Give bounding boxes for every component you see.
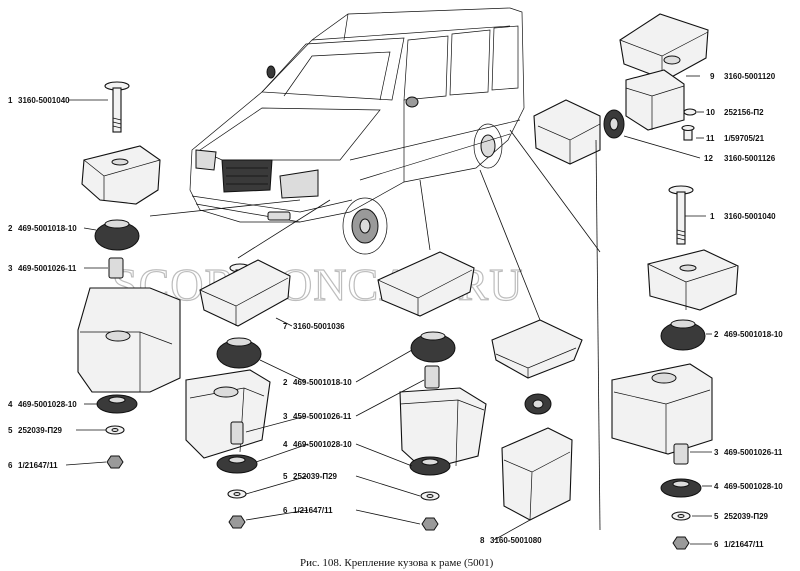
center-right-bracket xyxy=(491,319,583,521)
callout-num: 8 xyxy=(480,536,485,545)
callout-code: 469-5001026-11 xyxy=(18,264,77,273)
callout-num: 7 xyxy=(283,322,288,331)
callout-num: 5 xyxy=(8,426,13,435)
callout-code: 1/21647/11 xyxy=(18,461,58,470)
callout-num: 4 xyxy=(8,400,13,409)
callout-code: 469-5001026-11 xyxy=(724,448,783,457)
callout-num: 6 xyxy=(8,461,13,470)
callout-num: 6 xyxy=(714,540,719,549)
leader-lines xyxy=(65,75,712,545)
callout-code: 3160-5001036 xyxy=(293,322,345,331)
callout-num: 11 xyxy=(706,134,715,143)
vehicle-drawing xyxy=(189,7,525,255)
callout-code: 1/59705/21 xyxy=(724,134,765,143)
callout-num: 9 xyxy=(710,72,715,81)
callout-num: 1 xyxy=(8,96,13,105)
callout-num: 4 xyxy=(283,440,288,449)
callout-code: 469-5001018-10 xyxy=(293,378,352,387)
callout-code: 459-5001026-11 xyxy=(293,412,352,421)
callout-num: 12 xyxy=(704,154,713,163)
callout-code: 3160-5001120 xyxy=(724,72,776,81)
callout-num: 2 xyxy=(714,330,719,339)
upper-right-mount-assembly xyxy=(533,13,709,165)
callout-code: 1/21647/11 xyxy=(724,540,764,549)
callout-code: 3160-5001080 xyxy=(490,536,542,545)
callout-num: 2 xyxy=(8,224,13,233)
callout-num: 5 xyxy=(283,472,288,481)
callout-num: 3 xyxy=(8,264,13,273)
callout-code: 252039-П29 xyxy=(293,472,338,481)
callout-num: 3 xyxy=(283,412,288,421)
callout-code: 3160-5001126 xyxy=(724,154,776,163)
callout-num: 2 xyxy=(283,378,288,387)
callout-code: 1/21647/11 xyxy=(293,506,333,515)
callout-num: 4 xyxy=(714,482,719,491)
callout-code: 469-5001018-10 xyxy=(724,330,783,339)
callout-code: 469-5001028-10 xyxy=(18,400,77,409)
callout-code: 252039-П29 xyxy=(18,426,63,435)
callout-labels: 1 3160-5001040 2 469-5001018-10 3 469-50… xyxy=(8,72,783,549)
callout-code: 3160-5001040 xyxy=(18,96,70,105)
center-mount-assembly xyxy=(377,251,487,531)
left-mount-assembly xyxy=(77,81,181,469)
center-left-mount-assembly xyxy=(185,259,291,529)
right-mount-assembly xyxy=(611,185,739,550)
callout-code: 3160-5001040 xyxy=(724,212,776,221)
callout-num: 3 xyxy=(714,448,719,457)
callout-code: 252156-П2 xyxy=(724,108,764,117)
callout-num: 6 xyxy=(283,506,288,515)
callout-code: 252039-П29 xyxy=(724,512,769,521)
callout-code: 469-5001028-10 xyxy=(724,482,783,491)
callout-num: 10 xyxy=(706,108,715,117)
callout-code: 469-5001018-10 xyxy=(18,224,77,233)
figure-caption: Рис. 108. Крепление кузова к раме (5001) xyxy=(300,557,494,569)
callout-num: 5 xyxy=(714,512,719,521)
callout-code: 469-5001028-10 xyxy=(293,440,352,449)
callout-num: 1 xyxy=(710,212,715,221)
